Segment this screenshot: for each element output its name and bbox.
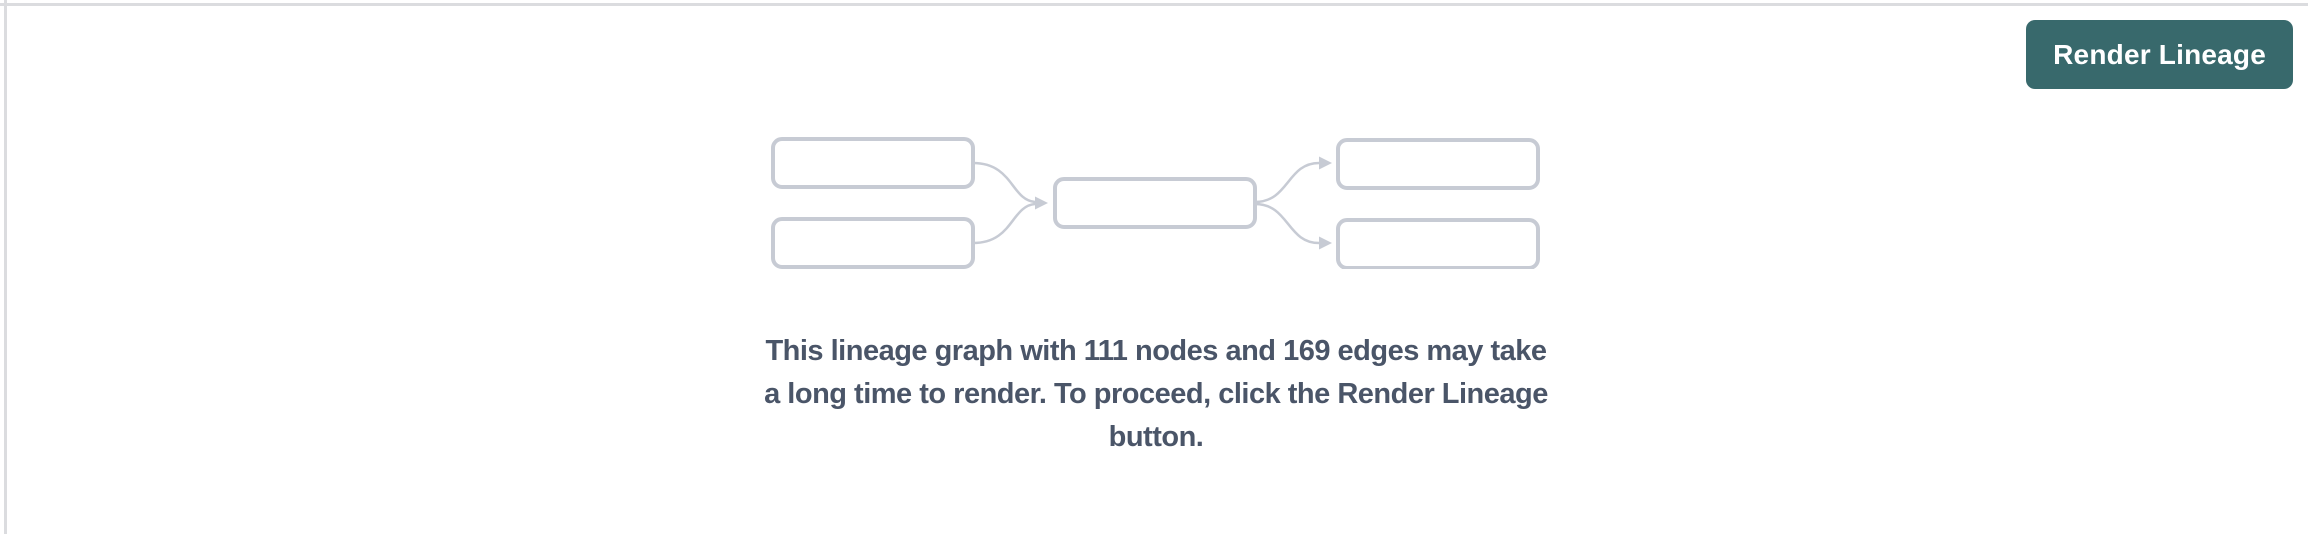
diagram-edges — [971, 156, 1332, 250]
render-warning-line: This lineage graph with 111 nodes and 16… — [765, 335, 1547, 367]
render-warning-line: button. — [1108, 421, 1204, 453]
lineage-empty-state: This lineage graph with 111 nodes and 16… — [4, 0, 2308, 459]
render-warning-text: This lineage graph with 111 nodes and 16… — [764, 330, 1548, 459]
arrowhead-icon — [1319, 236, 1332, 250]
edge-upstream-top — [971, 161, 1037, 204]
arrowhead-icon — [1035, 196, 1048, 210]
diagram-node — [771, 137, 975, 189]
arrowhead-icon — [1319, 156, 1332, 170]
edge-upstream-bottom — [971, 202, 1037, 245]
render-lineage-button[interactable]: Render Lineage — [2026, 20, 2293, 89]
lineage-placeholder-diagram — [771, 137, 1540, 269]
diagram-node — [1336, 138, 1540, 190]
edge-downstream-top — [1253, 161, 1321, 204]
diagram-nodes — [771, 137, 1540, 269]
render-warning-line: a long time to render. To proceed, click… — [764, 378, 1548, 410]
edge-downstream-bottom — [1253, 202, 1321, 245]
diagram-node — [1336, 218, 1540, 269]
left-divider — [4, 0, 7, 534]
diagram-node — [771, 217, 975, 269]
top-divider — [0, 3, 2308, 6]
diagram-node — [1053, 177, 1257, 229]
